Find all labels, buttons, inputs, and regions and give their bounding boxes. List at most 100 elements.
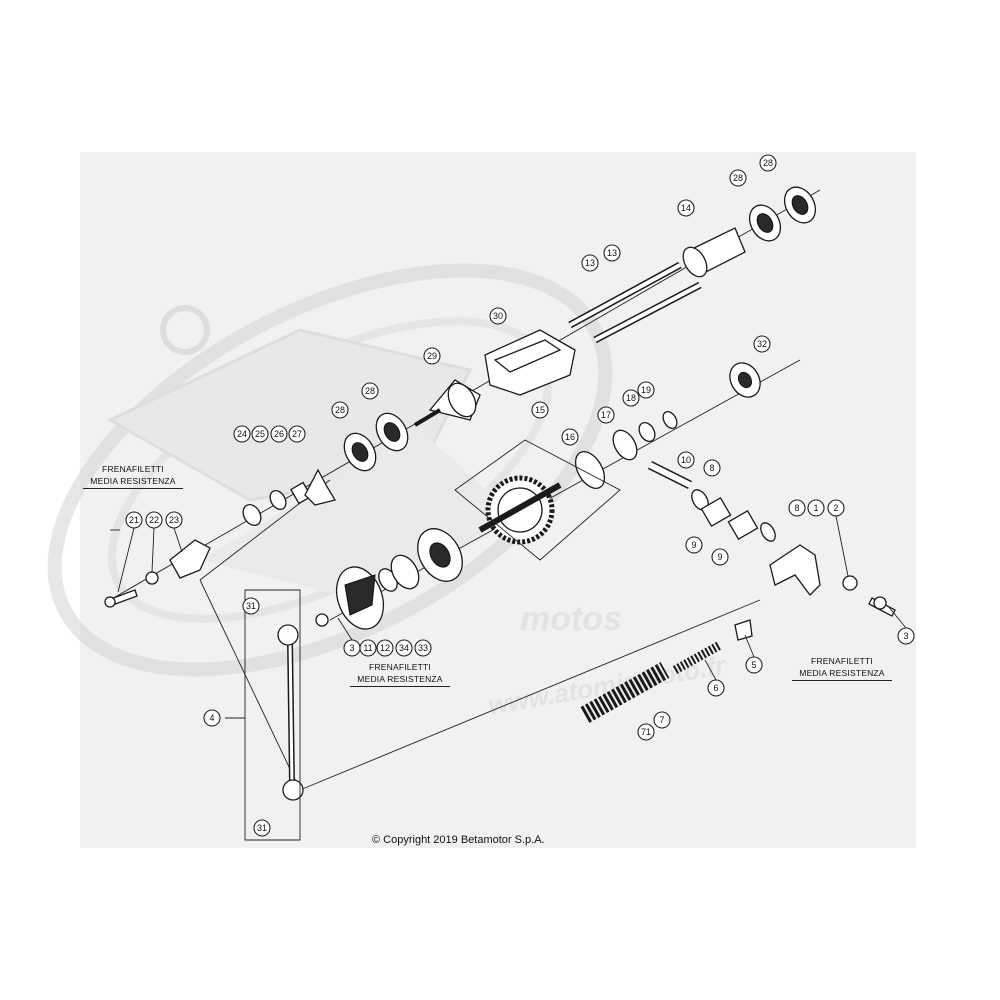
washer-17: [612, 429, 638, 461]
shaft-10: [647, 460, 693, 490]
shift-drum-14: [682, 227, 746, 278]
callout-16: 16: [561, 428, 579, 446]
shaft-29: [413, 379, 481, 427]
svg-text:13: 13: [607, 248, 617, 258]
callout-31-bottom: 31: [253, 819, 271, 837]
callout-8: 8: [703, 459, 721, 477]
ring-18-19: [638, 410, 678, 442]
svg-text:28: 28: [733, 173, 743, 183]
callout-1: 1: [807, 499, 825, 517]
svg-text:26: 26: [274, 429, 284, 439]
svg-text:3: 3: [349, 643, 354, 653]
callout-15: 15: [531, 401, 549, 419]
svg-text:28: 28: [365, 386, 375, 396]
bearings-11-12-34-33: [378, 528, 463, 592]
svg-text:25: 25: [255, 429, 265, 439]
callout-18: 18: [622, 389, 640, 407]
spring-24: [242, 504, 262, 526]
svg-text:28: 28: [335, 405, 345, 415]
bushings-9-8: [691, 489, 776, 542]
leader-lines: [117, 515, 907, 681]
callout-9: 9: [711, 548, 729, 566]
svg-text:10: 10: [681, 455, 691, 465]
svg-text:21: 21: [129, 515, 139, 525]
callouts: 28 28 14 13 13 30 29 28 28 32 15 17 16 1…: [125, 154, 915, 837]
svg-text:2: 2: [833, 503, 838, 513]
callout-2: 2: [827, 499, 845, 517]
svg-text:8: 8: [794, 503, 799, 513]
plate-23: [169, 539, 211, 579]
callout-28: 28: [729, 169, 747, 187]
bearing-28-a: [783, 186, 817, 224]
note-left-line1: FRENAFILETTI: [102, 464, 164, 474]
callout-34: 34: [395, 639, 413, 657]
svg-text:5: 5: [751, 660, 756, 670]
callout-22: 22: [145, 511, 163, 529]
plate-27: [304, 468, 337, 506]
svg-text:16: 16: [565, 432, 575, 442]
callout-8: 8: [788, 499, 806, 517]
washer-2: [842, 575, 858, 591]
clip-5: [734, 619, 753, 641]
callout-19: 19: [637, 381, 655, 399]
svg-text:6: 6: [713, 683, 718, 693]
callout-28: 28: [759, 154, 777, 172]
svg-text:23: 23: [169, 515, 179, 525]
svg-text:27: 27: [292, 429, 302, 439]
svg-text:9: 9: [717, 552, 722, 562]
callout-14: 14: [677, 199, 695, 217]
callout-23: 23: [165, 511, 183, 529]
svg-text:29: 29: [427, 351, 437, 361]
svg-text:18: 18: [626, 393, 636, 403]
svg-text:24: 24: [237, 429, 247, 439]
callout-29: 29: [423, 347, 441, 365]
callout-30: 30: [489, 307, 507, 325]
callout-6: 6: [707, 679, 725, 697]
callout-7: 7: [653, 711, 671, 729]
note-right-line2: MEDIA RESISTENZA: [799, 668, 885, 678]
note-center-line1: FRENAFILETTI: [369, 662, 431, 672]
bolt-3-left: [315, 613, 329, 627]
callout-71: 71: [637, 723, 655, 741]
callout-11: 11: [359, 639, 377, 657]
bearing-28-b: [748, 204, 782, 242]
spring-7: [580, 662, 670, 723]
bolt-3-right: [868, 596, 896, 617]
shift-rod-13: [568, 261, 702, 344]
note-left-line2: MEDIA RESISTENZA: [90, 476, 176, 486]
callout-32: 32: [753, 335, 771, 353]
svg-text:7: 7: [659, 715, 664, 725]
svg-text:30: 30: [493, 311, 503, 321]
callout-13: 13: [581, 254, 599, 272]
svg-text:19: 19: [641, 385, 651, 395]
callout-4: 4: [203, 709, 221, 727]
svg-text:8: 8: [709, 463, 714, 473]
bearing-28-c: [375, 412, 409, 452]
washer-16: [574, 451, 606, 489]
washer-25: [269, 490, 287, 510]
svg-text:15: 15: [535, 405, 545, 415]
svg-text:28: 28: [763, 158, 773, 168]
svg-text:1: 1: [813, 503, 818, 513]
svg-text:34: 34: [399, 643, 409, 653]
callout-28: 28: [331, 401, 349, 419]
bush-26: [290, 481, 312, 505]
callout-17: 17: [597, 406, 615, 424]
washer-22: [145, 571, 159, 585]
svg-text:9: 9: [691, 540, 696, 550]
svg-text:4: 4: [209, 713, 214, 723]
svg-text:31: 31: [257, 823, 267, 833]
callout-24: 24: [233, 425, 251, 443]
callout-27: 27: [288, 425, 306, 443]
note-center-line2: MEDIA RESISTENZA: [357, 674, 443, 684]
fork-30: [484, 329, 576, 396]
svg-text:22: 22: [149, 515, 159, 525]
callout-33: 33: [414, 639, 432, 657]
callout-21: 21: [125, 511, 143, 529]
bracket-lines: [110, 439, 621, 841]
copyright-text: © Copyright 2019 Betamotor S.p.A.: [372, 834, 545, 846]
bolt-21: [104, 589, 138, 608]
callout-13: 13: [603, 244, 621, 262]
